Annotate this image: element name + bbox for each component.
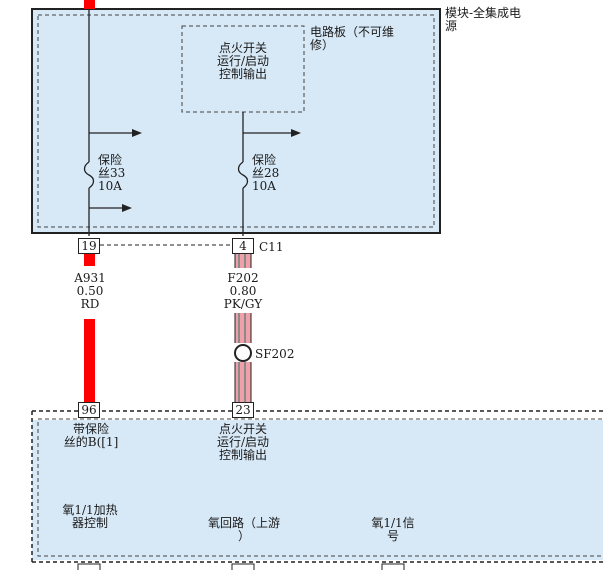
wire-f202-gauge: 0.80	[229, 284, 257, 298]
left-arrow-2-head	[122, 204, 132, 212]
upper-module-box	[31, 8, 441, 234]
o2-signal-label: 氧1/1信 号	[362, 517, 424, 543]
splice-sf202-label: SF202	[255, 347, 295, 361]
wire-f202	[234, 254, 252, 402]
top-feed-wire	[84, 0, 95, 9]
left-arrow-1-head	[132, 129, 142, 137]
connector-pin-19: 19	[78, 238, 100, 254]
lower-ignition-line1: 点火开关	[218, 422, 267, 436]
ignition-line1: 点火开关	[218, 41, 267, 55]
wire-a931-color: RD	[80, 297, 100, 311]
wire-a931-circuit: A931	[74, 271, 106, 285]
o2-signal-line1: 氧1/1信	[371, 516, 415, 530]
fuse-33-symbol	[83, 161, 95, 189]
wire-a931	[84, 319, 95, 402]
wire-f202-color: PK/GY	[223, 297, 263, 311]
o2-heater-line1: 氧1/1加热	[62, 503, 118, 517]
o2-heater-control-label: 氧1/1加热 器控制	[52, 504, 128, 530]
wire-f202-circuit: F202	[227, 271, 259, 285]
ignition-output-label: 点火开关 运行/启动 控制输出	[205, 42, 281, 81]
board-label: 电路板（不可维 修）	[310, 26, 394, 52]
bottom-pin-stub-1	[77, 563, 101, 570]
right-arrow-head	[291, 129, 301, 137]
lower-ignition-line3: 控制输出	[218, 448, 267, 462]
fuse-33-label: 保险 丝33 10A	[98, 154, 125, 193]
bottom-pin-stub-3	[381, 563, 405, 570]
lower-module-box	[32, 420, 603, 560]
splice-sf202-symbol	[234, 344, 252, 362]
fuse-28-symbol	[237, 161, 249, 189]
o2-signal-line2: 号	[386, 529, 399, 543]
battery-fused-line2: 丝的B([1]	[63, 435, 119, 449]
ignition-line3: 控制输出	[218, 67, 267, 81]
wire-a931-gauge: 0.50	[76, 284, 104, 298]
connector-pin-4: 4	[232, 238, 254, 254]
fuse-33-line3: 10A	[98, 179, 122, 193]
lower-pin-96: 96	[78, 402, 100, 418]
o2-return-label: 氧回路（上游 ）	[198, 517, 290, 543]
module-title-line1: 模块-全集成电	[445, 6, 522, 20]
lower-module-inner-dashed	[37, 418, 603, 557]
board-label-line1: 电路板（不可维	[310, 25, 395, 39]
lower-pin-23: 23	[232, 402, 254, 418]
wire-f202-label: F202 0.80 PK/GY	[215, 272, 271, 311]
wire-a931-upper	[84, 254, 95, 266]
o2-return-line1: 氧回路（上游	[207, 516, 280, 530]
connector-name: C11	[259, 240, 284, 254]
fuse-33-line2: 丝33	[98, 166, 126, 180]
o2-heater-line2: 器控制	[71, 516, 108, 530]
battery-fused-line1: 带保险	[72, 422, 109, 436]
fuse-33-line1: 保险	[98, 153, 123, 167]
bottom-pin-stub-2	[231, 563, 255, 570]
ignition-line2: 运行/启动	[216, 54, 270, 68]
lower-ignition-label: 点火开关 运行/启动 控制输出	[205, 423, 281, 462]
fuse-28-line2: 丝28	[252, 166, 280, 180]
o2-return-line2: ）	[237, 529, 250, 543]
fuse-28-label: 保险 丝28 10A	[252, 154, 279, 193]
module-title-line2: 源	[445, 19, 458, 33]
board-label-line2: 修）	[310, 38, 335, 52]
fuse-28-line1: 保险	[252, 153, 277, 167]
upper-module-inner-dashed	[37, 14, 435, 228]
wire-a931-label: A931 0.50 RD	[64, 272, 116, 311]
battery-fused-label: 带保险 丝的B([1]	[55, 423, 127, 449]
lower-ignition-line2: 运行/启动	[216, 435, 270, 449]
module-title: 模块-全集成电 源	[445, 7, 521, 33]
fuse-28-line3: 10A	[252, 179, 276, 193]
